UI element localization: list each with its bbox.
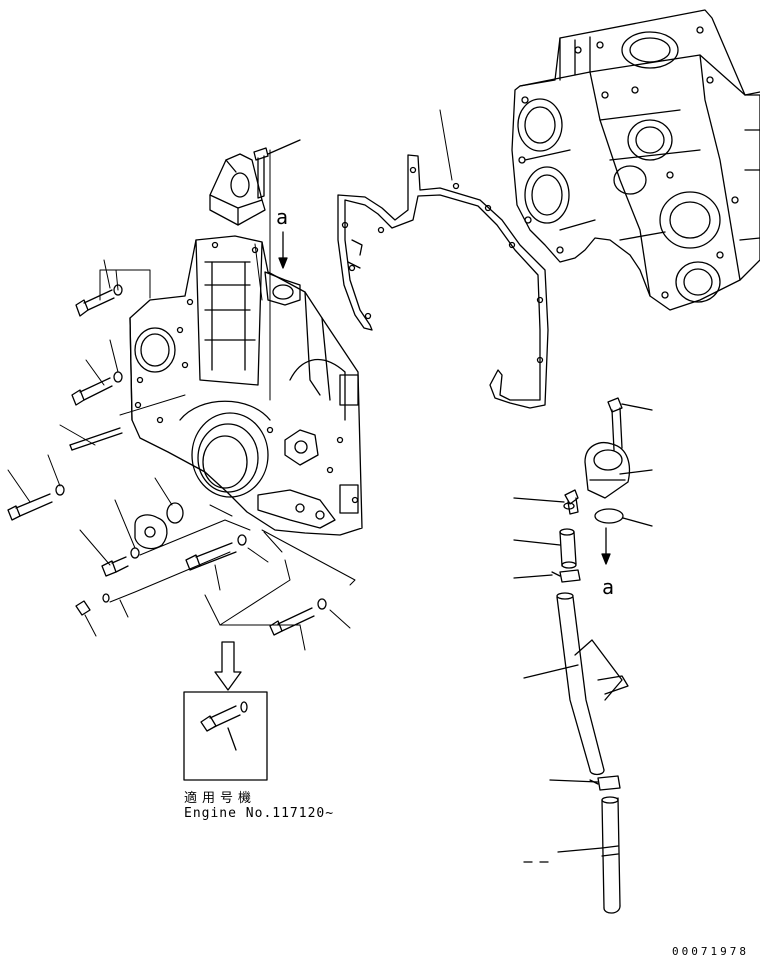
breather-bolt (608, 398, 652, 450)
bolt-5 (186, 535, 246, 570)
o-ring (167, 503, 183, 523)
drain-pipe (524, 797, 620, 913)
bracket-bolt (254, 140, 300, 198)
leader-lines (8, 110, 452, 650)
lifting-bracket (210, 154, 265, 225)
hose-short (514, 503, 576, 568)
breather-body (585, 443, 652, 498)
bolt-1 (76, 285, 122, 316)
arrow-label-right: a (602, 575, 615, 599)
elbow-fitting (514, 490, 578, 514)
seal-flange (135, 515, 167, 549)
front-gear-cover (130, 236, 362, 535)
arrow-a-right (602, 528, 610, 564)
hose-clamp-1 (514, 570, 580, 582)
arrow-label-left: a (276, 205, 289, 229)
arrow-a-left (279, 232, 287, 268)
detail-box (184, 692, 267, 780)
bolt-3 (8, 485, 64, 520)
detail-arrow (215, 642, 241, 690)
bolt-2 (72, 372, 122, 405)
engine-serial-label: Engine No.117120~ (184, 806, 335, 821)
applicability-label: 適用号機 (184, 791, 257, 806)
hose-clamp-2 (550, 776, 620, 790)
plug (76, 594, 109, 615)
engine-block (512, 10, 760, 310)
breather-gasket (595, 509, 652, 526)
stud-pin (70, 428, 122, 450)
drawing-code: 00071978 (672, 945, 749, 958)
bolt-6 (270, 599, 326, 635)
breather-tube (524, 593, 628, 775)
front-cover-gasket (338, 155, 548, 408)
